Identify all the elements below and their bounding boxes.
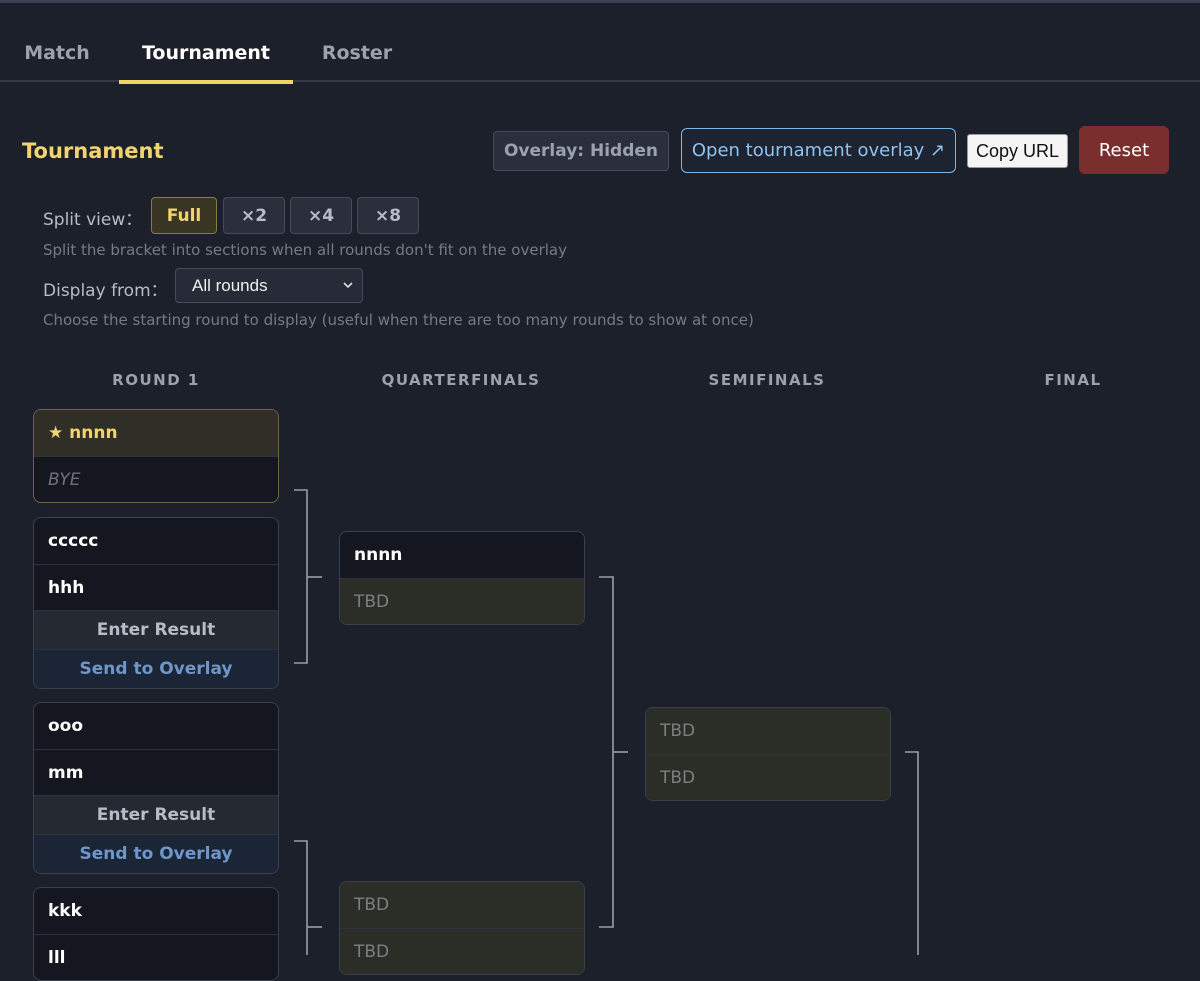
player-slot: TBD: [340, 578, 584, 624]
split-x8-button[interactable]: ×8: [357, 197, 419, 234]
round-header-semifinals: SEMIFINALS: [708, 371, 826, 389]
connector-r1-b: [294, 840, 308, 955]
round-header-quarterfinals: QUARTERFINALS: [381, 371, 541, 389]
connector-qf: [599, 576, 614, 928]
match-qf-2: TBD TBD: [339, 881, 585, 975]
match-r1-1: ★ nnnn BYE: [33, 409, 279, 503]
display-from-value: All rounds: [192, 275, 268, 295]
split-view-label: Split view：: [43, 210, 143, 230]
player-slot: BYE: [34, 456, 278, 502]
match-sf-1: TBD TBD: [645, 707, 891, 801]
player-slot[interactable]: hhh: [34, 564, 278, 610]
player-slot[interactable]: ccccc: [48, 531, 99, 551]
split-x4-button[interactable]: ×4: [290, 197, 352, 234]
player-slot[interactable]: mm: [34, 749, 278, 795]
send-to-overlay-button[interactable]: Send to Overlay: [34, 649, 278, 688]
match-qf-1: nnnn TBD: [339, 531, 585, 625]
bracket-connectors: [294, 489, 919, 955]
match-r1-2: ccccc hhh Enter Result Send to Overlay: [33, 517, 279, 689]
split-full-button[interactable]: Full: [151, 197, 217, 234]
enter-result-button[interactable]: Enter Result: [34, 610, 278, 649]
round-header-final: FINAL: [1044, 371, 1102, 389]
player-slot[interactable]: kkk: [48, 901, 82, 921]
display-from-select[interactable]: All rounds: [175, 268, 363, 303]
connector-r1-a: [294, 489, 308, 664]
player-slot[interactable]: lll: [34, 934, 278, 980]
tab-match[interactable]: Match: [24, 42, 90, 64]
player-slot[interactable]: ooo: [48, 716, 84, 736]
enter-result-button[interactable]: Enter Result: [34, 795, 278, 834]
window-top-border: [0, 0, 1200, 3]
tab-tournament[interactable]: Tournament: [119, 42, 293, 84]
player-slot[interactable]: ★ nnnn: [34, 410, 278, 456]
round-header-round1: ROUND 1: [112, 371, 200, 389]
chevron-down-icon: [343, 282, 353, 289]
send-to-overlay-button[interactable]: Send to Overlay: [34, 834, 278, 873]
display-from-hint: Choose the starting round to display (us…: [43, 311, 754, 329]
copy-url-button[interactable]: Copy URL: [967, 134, 1068, 168]
match-r1-4: kkk lll: [33, 887, 279, 981]
player-slot[interactable]: nnnn: [354, 545, 403, 565]
split-x2-button[interactable]: ×2: [223, 197, 285, 234]
player-slot: TBD: [340, 882, 584, 928]
section-title: Tournament: [22, 139, 164, 163]
split-view-hint: Split the bracket into sections when all…: [43, 241, 567, 259]
connector-sf: [905, 751, 919, 955]
player-slot: TBD: [646, 754, 890, 800]
match-r1-3: ooo mm Enter Result Send to Overlay: [33, 702, 279, 874]
player-slot: TBD: [340, 928, 584, 974]
tab-bar: Match Tournament Roster: [0, 0, 1200, 84]
display-from-label: Display from：: [43, 281, 168, 301]
reset-button[interactable]: Reset: [1079, 126, 1169, 174]
tab-roster[interactable]: Roster: [321, 42, 393, 64]
open-tournament-overlay-button[interactable]: Open tournament overlay ↗: [681, 128, 956, 173]
overlay-state-button[interactable]: Overlay: Hidden: [493, 131, 669, 171]
player-slot: TBD: [646, 708, 890, 754]
